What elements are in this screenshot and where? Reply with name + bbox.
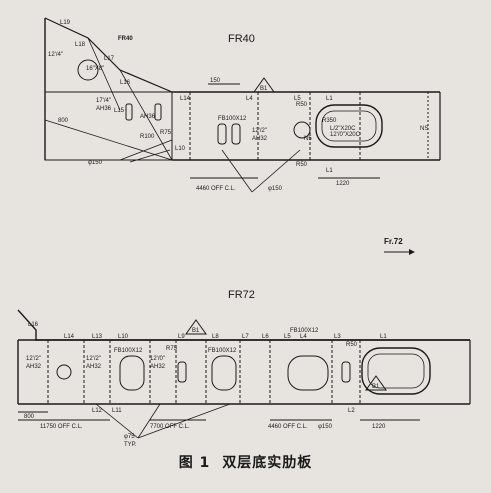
l5: L5 [294,96,301,102]
b-l1: L1 [380,334,387,340]
dia-150b: φ150 [268,186,283,192]
bottom-title: FR72 [228,289,255,301]
plate-center: 12'/2" [252,128,267,134]
b-dim-11750: 11750 OFF C.L. [40,424,83,430]
l1b: L1 [326,168,333,174]
b-b1b: B1 [372,384,380,390]
b-l4: L4 [300,334,307,340]
plate-center-b: AH32 [252,136,268,142]
b-l13: L13 [92,334,103,340]
fb100: FB100X12 [218,116,247,122]
b-fb: FB100X12 [114,348,143,354]
plate-mid-b: AH36 [96,106,112,112]
l14: L14 [180,96,191,102]
b-l11: L11 [112,408,122,414]
b-plate-b: 12'/2" [86,356,101,362]
b-plate-c-b: AH32 [150,364,166,370]
b-typ: TYP. [124,442,137,448]
l15: L15 [114,108,125,114]
figure-caption: 图 1 双层底实肋板 [0,452,491,472]
b-fb3: FB100X12 [290,328,319,334]
b-l5: L5 [284,334,291,340]
l1: L1 [326,96,333,102]
b-l2: L2 [348,408,355,414]
r75: R75 [160,130,172,136]
plate-top-left: 12'/4" [48,52,63,58]
s800: 800 [58,118,69,124]
dim-150: 150 [210,78,221,84]
plate-mid: 17'/4" [96,98,111,104]
b-dia-75: φ75 [124,434,135,440]
b-dia-150: φ150 [318,424,333,430]
b-dim-7700: 7700 OFF C.L. [150,424,190,430]
stiff-label: 16"X8" [86,66,104,72]
figure-title: 双层底实肋板 [222,455,313,471]
dim-1220: 1220 [336,181,350,187]
b-l7: L7 [242,334,249,340]
l4: L4 [246,96,253,102]
b-plate-b-b: AH32 [86,364,102,370]
b-fb2: FB100X12 [208,348,237,354]
l16: L16 [120,80,131,86]
r50: R50 [296,102,308,108]
fr40-small: FR40 [118,36,133,42]
b-dim-4460: 4460 OFF C.L. [268,424,308,430]
n5: N5 [304,136,312,142]
lap: L/2"X20C [330,126,356,132]
b-dim-800: 800 [24,414,35,420]
b-r75: R75 [166,346,178,352]
l18: L18 [75,42,86,48]
dia-150: φ150 [88,160,103,166]
b-dim-1220: 1220 [372,424,386,430]
b-l6: L6 [262,334,269,340]
b1: B1 [260,86,268,92]
fr72-arrow-label: Fr.72 [384,237,403,246]
b-l14: L14 [64,334,75,340]
b-plate-c: 12'/0" [150,356,165,362]
bottom-section-fr72: FR72 [17,289,471,448]
top-title: FR40 [228,33,255,45]
l10: L10 [175,146,186,152]
b-plate-a-b: AH32 [26,364,42,370]
b-l9: L9 [178,334,185,340]
l17: L17 [104,56,115,62]
b-l10: L10 [118,334,129,340]
b-l8: L8 [212,334,219,340]
figure-number: 图 1 [178,455,211,471]
b-l16: L16 [28,322,39,328]
fr72-arrow: Fr.72 [384,237,415,255]
b-r50: R50 [346,342,358,348]
dim-4460: 4460 OFF C.L. [196,186,236,192]
l19: L19 [60,20,71,26]
r50b: R50 [296,162,308,168]
b-l3: L3 [334,334,341,340]
top-section-fr40: FR40 [44,17,441,193]
r100: R100 [140,134,155,140]
ns: NS [420,126,428,132]
b-b1: B1 [192,328,200,334]
lap2: 12'/0"X20C [330,132,361,138]
r350: R350 [322,118,337,124]
b-plate-a: 12'/2" [26,356,41,362]
b-l12: L12 [92,408,103,414]
plate-right-ah36: AH36 [140,114,156,120]
